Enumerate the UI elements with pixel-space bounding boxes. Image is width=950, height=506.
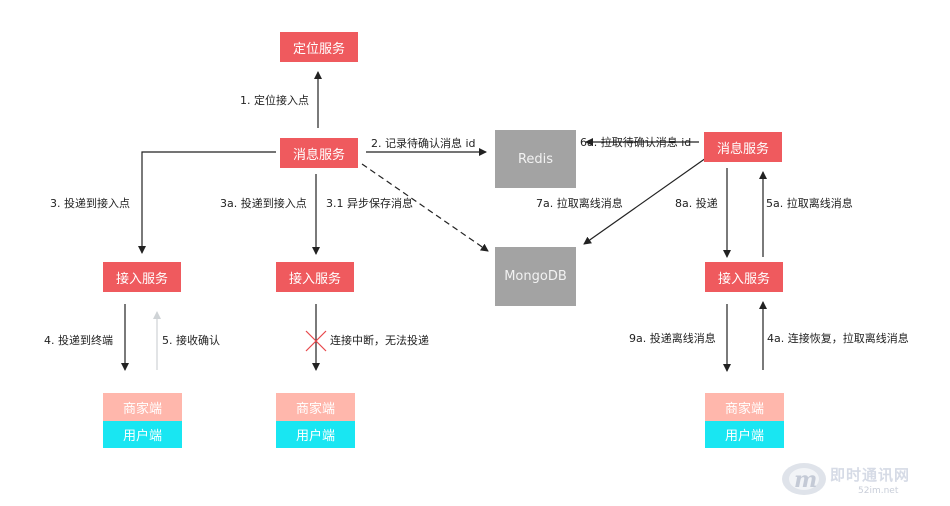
message-service-left-node: 消息服务: [280, 138, 358, 168]
merchant-client-b-node: 商家端: [276, 393, 355, 421]
label-reconnect-pull: 4a. 连接恢复，拉取离线消息: [767, 332, 909, 345]
watermark-logo-icon: m: [782, 463, 826, 495]
access-service-b-node: 接入服务: [276, 262, 354, 292]
label-locate-access: 1. 定位接入点: [240, 94, 309, 107]
label-pull-offline-right: 5a. 拉取离线消息: [766, 197, 853, 210]
merchant-client-c-node: 商家端: [705, 393, 784, 421]
edge-pull-offline: [583, 157, 707, 245]
edge-deliver-access-a: [138, 151, 276, 254]
svg-text:m: m: [794, 467, 817, 493]
access-service-a-node: 接入服务: [103, 262, 181, 292]
mongodb-node: MongoDB: [495, 247, 576, 306]
watermark-text: 即时通讯网: [830, 466, 911, 484]
label-connection-broken: 连接中断，无法投递: [330, 334, 429, 347]
label-pull-offline-mongo: 7a. 拉取离线消息: [536, 197, 623, 210]
redis-node: Redis: [495, 130, 576, 188]
label-deliver-to-access: 3. 投递到接入点: [50, 197, 130, 210]
label-record-pending-id: 2. 记录待确认消息 id: [371, 137, 476, 150]
label-async-save: 3.1 异步保存消息: [326, 197, 413, 210]
watermark: m 即时通讯网 52im.net: [780, 458, 945, 502]
merchant-client-a-node: 商家端: [103, 393, 182, 421]
edge-async-save: [361, 163, 489, 252]
watermark-url: 52im.net: [858, 486, 899, 496]
user-client-a-node: 用户端: [103, 421, 182, 448]
label-deliver-terminal: 4. 投递到终端: [44, 334, 113, 347]
fail-cross-icon: [305, 330, 327, 352]
label-deliver-right: 8a. 投递: [675, 197, 718, 210]
label-pull-pending-id: 6a. 拉取待确认消息 id: [580, 136, 692, 149]
user-client-c-node: 用户端: [705, 421, 784, 448]
user-client-b-node: 用户端: [276, 421, 355, 448]
locate-service-node: 定位服务: [280, 32, 358, 62]
label-3a-deliver-to-access: 3a. 投递到接入点: [220, 197, 307, 210]
access-service-c-node: 接入服务: [705, 262, 783, 292]
message-service-right-node: 消息服务: [704, 132, 782, 162]
label-deliver-offline: 9a. 投递离线消息: [629, 332, 716, 345]
label-receive-ack: 5. 接收确认: [162, 334, 220, 347]
